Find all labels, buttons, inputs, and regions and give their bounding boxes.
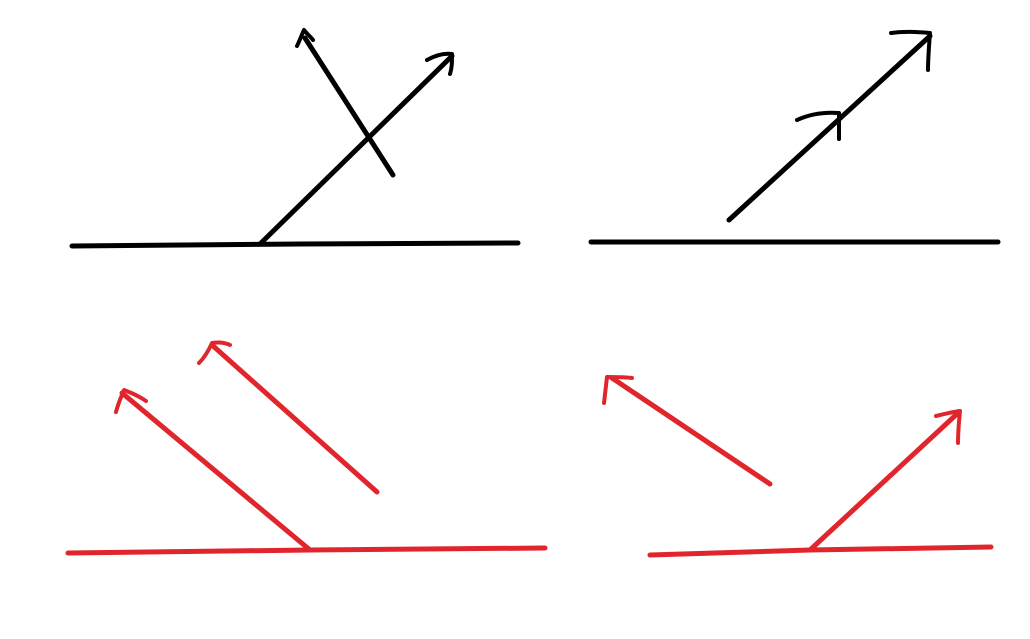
- arrow-from-baseline-up-right: [807, 410, 961, 553]
- panel-bottom-left: [65, 340, 548, 556]
- panel-top-right: [588, 29, 1001, 245]
- panel-top-left: [69, 28, 521, 249]
- arrow-floating-parallel-up-left: [209, 342, 380, 495]
- arrow-crossing-up-left: [302, 35, 396, 178]
- arrow-floating-up-left: [609, 375, 773, 487]
- arrow-from-baseline-up-right: [258, 53, 455, 246]
- arrow-head-short-parallel: [795, 110, 841, 141]
- arrow-head-floating-left: [602, 375, 634, 405]
- arrow-floating-up-right: [726, 33, 933, 223]
- baseline-top-left: [69, 240, 521, 249]
- arrow-head-from-baseline-right: [934, 409, 962, 445]
- arrow-head-up-left: [295, 28, 315, 48]
- arrow-head-long: [889, 29, 932, 72]
- arrow-from-baseline-up-left: [119, 390, 313, 553]
- arrow-head-up-right: [425, 51, 454, 76]
- arrow-head-floating: [197, 340, 232, 365]
- panel-bottom-right: [602, 375, 994, 558]
- arrow-head-from-baseline: [114, 388, 148, 414]
- baseline-bottom-right: [647, 544, 994, 558]
